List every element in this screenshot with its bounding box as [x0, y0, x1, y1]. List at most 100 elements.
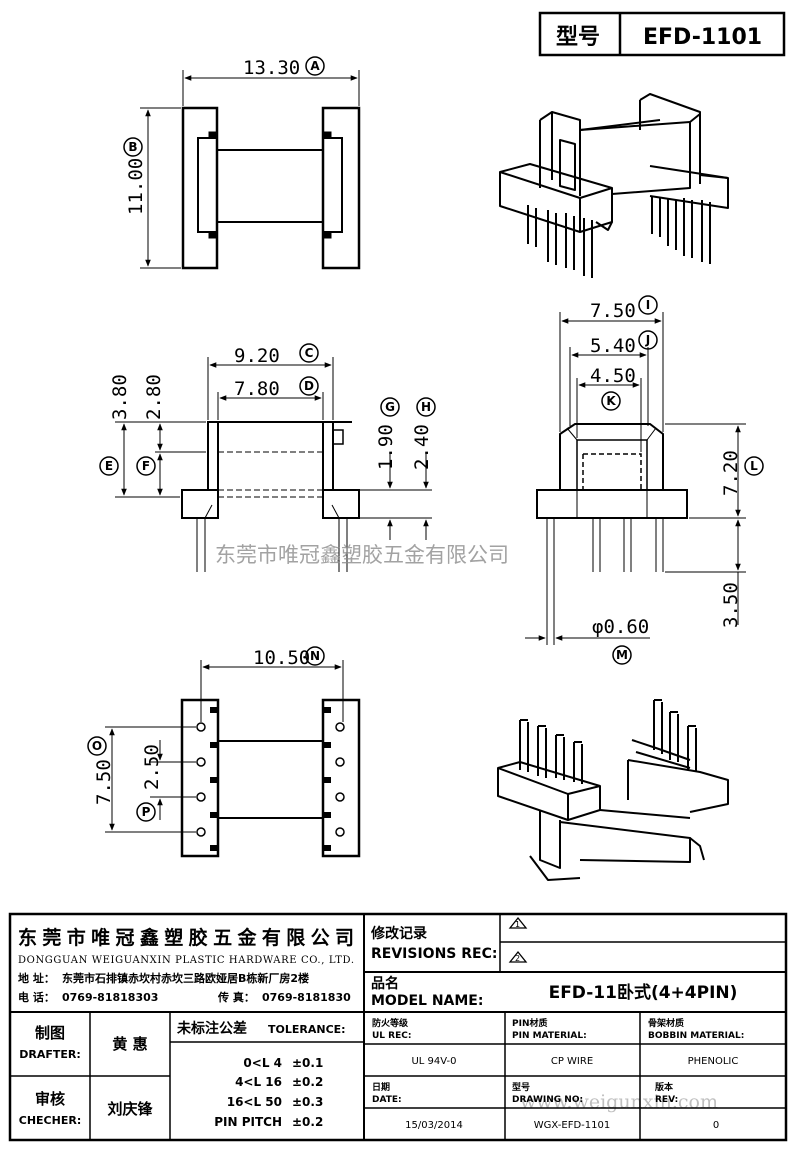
pin-material-value: CP WIRE — [551, 1056, 593, 1067]
dim-value: 1.90 — [375, 424, 397, 470]
fax-label: 传 真： — [217, 990, 255, 1004]
drafter-name: 黄 惠 — [112, 1035, 147, 1053]
dim-tag-A: A — [305, 56, 325, 76]
svg-text:C: C — [305, 346, 314, 360]
svg-text:D: D — [304, 379, 314, 393]
side-view — [115, 357, 432, 572]
revision-mark: 1 — [515, 920, 520, 929]
svg-text:O: O — [92, 739, 102, 753]
dim-tag-C: C — [299, 343, 319, 363]
dim-tag-L: L — [744, 456, 764, 476]
header-type-label: 型号 — [556, 25, 600, 50]
bobbin-material-label-en: BOBBIN MATERIAL: — [648, 1031, 744, 1041]
dim-tag-M: M — [612, 645, 632, 665]
bobbin-material-label-cn: 骨架材质 — [648, 1017, 684, 1029]
dim-value: 11.00 — [125, 158, 147, 215]
checker-label-cn: 审核 — [35, 1090, 65, 1108]
phone: 0769-81818303 — [62, 991, 158, 1004]
dim-tag-B: B — [123, 137, 143, 157]
dim-value: 13.30 — [243, 57, 300, 79]
checker-label-en: CHECHER: — [19, 1114, 81, 1127]
dim-value: 7.50 — [93, 759, 115, 805]
model-name-label-cn: 品名 — [371, 975, 399, 992]
fax: 0769-8181830 — [262, 991, 351, 1004]
dim-tag-K: K — [601, 391, 621, 411]
date-value: 15/03/2014 — [405, 1120, 463, 1131]
tolerance-value: ±0.2 — [292, 1075, 323, 1089]
dim-value: 7.50 — [590, 300, 636, 322]
drafter-label-en: DRAFTER: — [19, 1048, 81, 1061]
svg-text:E: E — [105, 459, 113, 473]
tolerance-range: 16<L 50 — [227, 1095, 282, 1109]
dim-value: 3.80 — [109, 374, 131, 420]
dim-value: 3.50 — [720, 582, 742, 628]
dim-value: 5.40 — [590, 335, 636, 357]
dim-tag-I: I — [638, 295, 658, 315]
tolerance-title-cn: 未标注公差 — [177, 1020, 247, 1037]
ul-value: UL 94V-0 — [411, 1056, 456, 1067]
tolerance-range: 0<L 4 — [243, 1056, 282, 1070]
svg-text:P: P — [142, 805, 151, 819]
isometric-view-top — [499, 93, 729, 278]
date-label-cn: 日期 — [372, 1081, 390, 1093]
bobbin-material-value: PHENOLIC — [688, 1056, 739, 1067]
checker-name: 刘庆锋 — [107, 1100, 153, 1118]
date-label-en: DATE: — [372, 1095, 402, 1105]
pin-material-label-cn: PIN材质 — [512, 1017, 547, 1029]
drawing-no-value: WGX-EFD-1101 — [534, 1120, 610, 1131]
svg-text:H: H — [421, 400, 431, 414]
revisions-label-cn: 修改记录 — [370, 925, 427, 942]
top-view — [140, 70, 361, 270]
tolerance-value: ±0.2 — [292, 1115, 323, 1129]
revision-mark: 2 — [515, 954, 520, 963]
dim-tag-E: E — [99, 456, 119, 476]
dim-value: 7.80 — [234, 378, 280, 400]
address-label: 地 址： — [18, 971, 55, 985]
dim-tag-F: F — [136, 456, 156, 476]
model-name-value: EFD-11卧式(4+4PIN) — [549, 982, 738, 1003]
svg-text:M: M — [616, 648, 628, 662]
revisions-label-en: REVISIONS REC: — [371, 946, 497, 962]
svg-text:N: N — [310, 649, 320, 663]
dim-tag-G: G — [380, 397, 400, 417]
svg-text:G: G — [385, 400, 395, 414]
tolerance-range: 4<L 16 — [235, 1075, 282, 1089]
title-block-grid — [8, 912, 788, 1142]
model-name-label-en: MODEL NAME: — [371, 993, 483, 1009]
dim-tag-P: P — [136, 802, 156, 822]
dim-tag-D: D — [299, 376, 319, 396]
dim-tag-H: H — [416, 397, 436, 417]
dim-value: 9.20 — [234, 345, 280, 367]
pin-material-label-en: PIN MATERIAL: — [512, 1031, 587, 1041]
dim-value: 4.50 — [590, 365, 636, 387]
isometric-view-bottom — [497, 699, 729, 881]
svg-text:B: B — [128, 140, 137, 154]
drawing-no-label-en: DRAWING NO: — [512, 1095, 583, 1105]
end-view — [525, 312, 746, 645]
svg-text:L: L — [750, 459, 758, 473]
dim-value: 2.50 — [141, 744, 163, 790]
svg-text:A: A — [310, 59, 320, 73]
company-name-cn: 东莞市唯冠鑫塑胶五金有限公司 — [18, 926, 354, 949]
address: 东莞市石排镇赤坎村赤坎三路欧娅居B栋新厂房2楼 — [62, 971, 309, 985]
ul-label-cn: 防火等级 — [372, 1017, 409, 1029]
svg-text:K: K — [606, 394, 616, 408]
tolerance-value: ±0.3 — [292, 1095, 323, 1109]
header-model: EFD-1101 — [643, 25, 762, 50]
tolerance-title-en: TOLERANCE: — [268, 1023, 346, 1036]
watermark-text: 东莞市唯冠鑫塑胶五金有限公司 — [215, 543, 509, 567]
svg-text:I: I — [646, 298, 650, 312]
dim-value: 10.50 — [253, 647, 310, 669]
dim-value: 2.40 — [411, 424, 433, 470]
phone-label: 电 话： — [18, 990, 55, 1004]
rev-value: 0 — [713, 1120, 719, 1131]
dim-value: 2.80 — [143, 374, 165, 420]
dim-tag-J: J — [638, 330, 658, 350]
svg-text:J: J — [645, 333, 650, 347]
drafter-label-cn: 制图 — [35, 1024, 65, 1042]
dim-value: φ0.60 — [592, 616, 649, 638]
tolerance-value: ±0.1 — [292, 1056, 323, 1070]
dim-tag-N: N — [305, 646, 325, 666]
drawing-no-label-cn: 型号 — [512, 1081, 530, 1093]
